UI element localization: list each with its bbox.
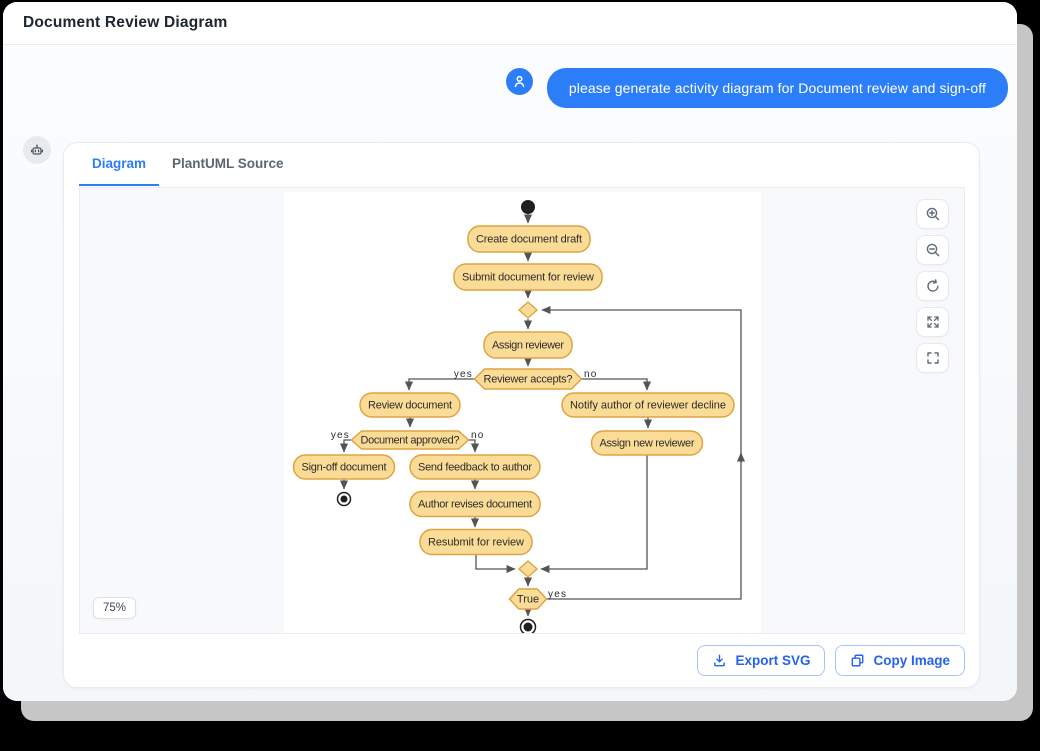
activity-node (409, 454, 541, 480)
tab-plantuml-source[interactable]: PlantUML Source (172, 156, 284, 171)
decision-node (350, 430, 470, 450)
decision-label: Document approved? (361, 435, 460, 447)
flow-edge (468, 439, 480, 453)
branch-label: yes (454, 369, 473, 380)
user-message-row: please generate activity diagram for Doc… (3, 45, 1017, 108)
flow-edge (540, 455, 648, 574)
flow-edge (339, 439, 351, 453)
diagram-panel: Diagram PlantUML Source Create document … (63, 142, 980, 688)
fullscreen-icon (925, 350, 941, 366)
zoom-out-icon (925, 242, 941, 258)
zoom-level-badge: 75% (93, 597, 137, 619)
expand-button[interactable] (916, 307, 949, 337)
panel-footer: Export SVG Copy Image (64, 634, 979, 687)
activity-node (561, 392, 735, 418)
activity-node (483, 331, 573, 359)
tab-diagram[interactable]: Diagram (79, 143, 160, 186)
activity-node (419, 528, 533, 556)
decision-label: True (517, 594, 539, 606)
zoom-in-button[interactable] (916, 199, 949, 229)
activity-label: Assign new reviewer (600, 438, 695, 450)
fullscreen-button[interactable] (916, 343, 949, 373)
flow-edge (475, 555, 516, 574)
reset-view-button[interactable] (916, 271, 949, 301)
robot-icon (29, 142, 45, 158)
activity-label: Create document draft (476, 234, 582, 246)
copy-image-button[interactable]: Copy Image (835, 645, 965, 676)
app-header: Document Review Diagram (3, 2, 1017, 45)
merge-node (517, 301, 539, 319)
copy-image-label: Copy Image (873, 653, 950, 668)
activity-label: Sign-off document (302, 462, 387, 474)
zoom-toolbar (916, 199, 949, 373)
reset-view-icon (925, 278, 941, 294)
export-svg-label: Export SVG (735, 653, 811, 668)
decision-label: Reviewer accepts? (484, 374, 573, 386)
activity-label: Review document (368, 400, 452, 412)
user-avatar (505, 68, 533, 95)
assistant-avatar (23, 136, 51, 164)
end-node-dot (340, 495, 348, 503)
activity-node (409, 490, 541, 518)
end-node-dot (523, 622, 533, 632)
flow-edge (581, 378, 652, 391)
expand-icon (925, 314, 941, 330)
activity-node (467, 225, 591, 253)
activity-node (359, 392, 461, 418)
zoom-in-icon (925, 206, 941, 222)
export-svg-button[interactable]: Export SVG (697, 645, 826, 676)
zoom-out-button[interactable] (916, 235, 949, 265)
main-content: please generate activity diagram for Doc… (3, 45, 1017, 701)
branch-label: yes (331, 430, 350, 441)
activity-label: Author revises document (418, 499, 532, 511)
decision-node (508, 588, 548, 610)
branch-label: yes (548, 589, 567, 600)
tab-bar: Diagram PlantUML Source (64, 143, 979, 187)
activity-label: Resubmit for review (428, 537, 524, 549)
decision-node (473, 368, 583, 390)
download-icon (712, 653, 727, 668)
activity-node (292, 454, 396, 480)
copy-icon (850, 653, 865, 668)
activity-label: Notify author of reviewer decline (570, 400, 726, 412)
activity-node (453, 263, 603, 291)
activity-node (590, 430, 704, 456)
branch-label: no (584, 369, 598, 380)
person-icon (512, 74, 527, 89)
activity-label: Submit document for review (462, 272, 594, 284)
app-window: Document Review Diagram please generate … (3, 2, 1017, 701)
activity-label: Assign reviewer (492, 340, 564, 352)
merge-node (517, 560, 539, 578)
activity-label: Send feedback to author (418, 462, 532, 474)
user-message-bubble: please generate activity diagram for Doc… (546, 68, 1008, 108)
flow-edge (404, 378, 474, 391)
branch-label: no (471, 430, 485, 441)
page-title: Document Review Diagram (23, 14, 228, 31)
start-node (521, 200, 535, 214)
